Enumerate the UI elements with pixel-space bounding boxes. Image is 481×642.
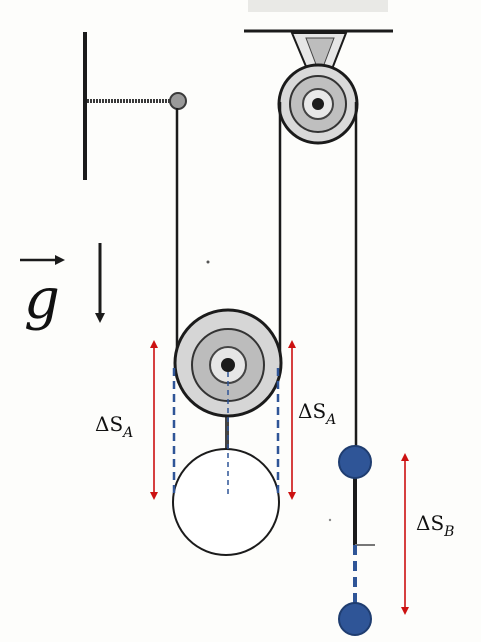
displacement-arrows <box>150 340 409 615</box>
mass-b-initial <box>338 445 372 479</box>
fixed-pulley <box>277 63 359 145</box>
mass-b-final <box>338 602 372 636</box>
delta-sa-right-label: ΔSA <box>298 399 336 428</box>
delta-sa-left-label: ΔSA <box>95 412 133 441</box>
mass-a-circle <box>172 448 280 556</box>
left-wall <box>83 32 187 180</box>
gravity-label: g <box>24 267 60 332</box>
delta-sb-label: ΔSB <box>416 511 454 540</box>
movable-pulley <box>173 308 283 418</box>
paper-speck <box>206 260 210 264</box>
ceiling-support <box>244 0 393 33</box>
gravity-symbol: g <box>20 243 105 332</box>
guide-dashes <box>172 368 357 605</box>
paper-speck <box>328 518 332 522</box>
